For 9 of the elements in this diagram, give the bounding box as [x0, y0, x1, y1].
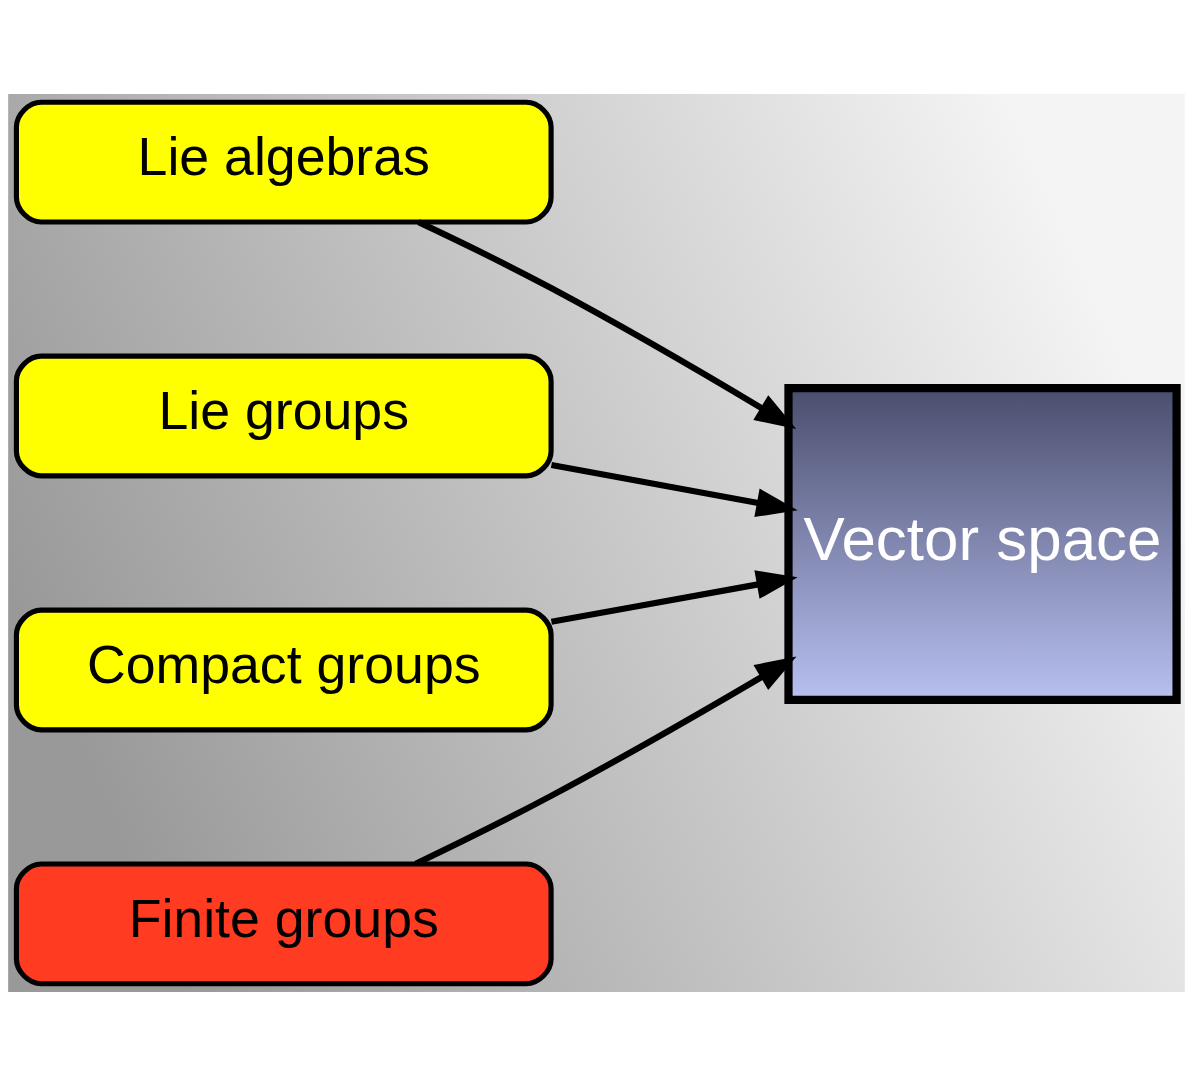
- node-box: Lie groups: [13, 353, 554, 479]
- arrow: [550, 570, 798, 625]
- node-box: Lie algebras: [13, 99, 554, 225]
- node-box: Vector space: [784, 384, 1181, 704]
- arrow: [417, 219, 797, 429]
- arrow: [414, 656, 797, 867]
- node-box: Finite groups: [13, 861, 554, 987]
- arrow: [550, 461, 798, 518]
- node-box: Compact groups: [13, 607, 554, 733]
